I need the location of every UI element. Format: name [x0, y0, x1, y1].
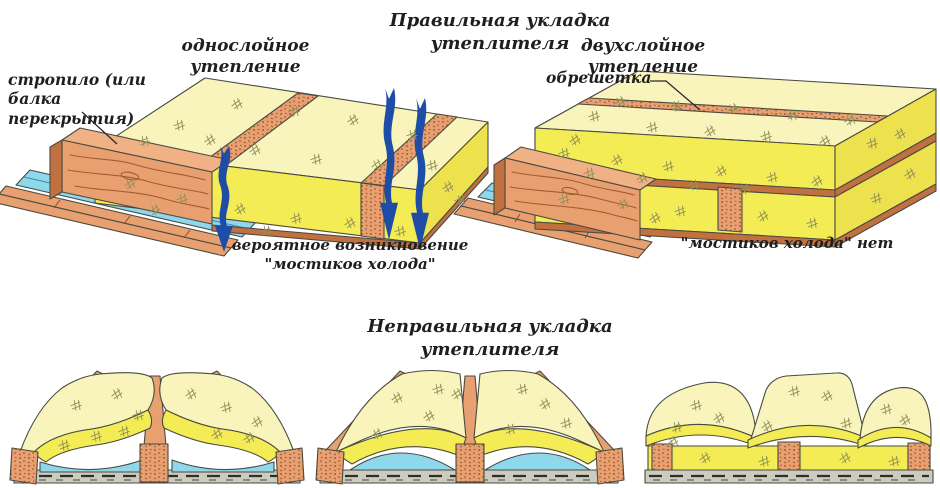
vapor-barrier-gap	[484, 452, 591, 471]
annotation-rafter: стропило (или балка перекрытия)	[8, 70, 146, 128]
note-no-cold-bridges: "мостиков холода" нет	[680, 234, 894, 252]
vapor-barrier-sag	[39, 459, 143, 473]
annotation-lathing: обрешетка	[546, 68, 652, 87]
title-incorrect: Неправильная укладка утеплителя	[367, 316, 613, 360]
right-mat-section	[473, 428, 605, 465]
rafter-beam	[49, 127, 231, 225]
vapor-barrier-gap	[349, 452, 456, 471]
diagram-incorrect-heaped	[644, 372, 934, 484]
joist-end-block	[315, 447, 345, 485]
label-single-layer: однослойное утепление	[181, 36, 310, 78]
rafter-beam	[493, 146, 657, 241]
diagram-double-layer-correct	[453, 70, 937, 259]
joist-end-block	[595, 447, 625, 485]
vapor-barrier-sag	[171, 459, 275, 473]
right-mat-top	[473, 369, 605, 453]
rafter-leader-line	[81, 111, 118, 145]
title-correct: Правильная укладка утеплителя	[389, 10, 611, 54]
label-double-layer: двухслойное утепление	[580, 36, 706, 78]
joist-end-block	[651, 443, 673, 471]
joist-end-block	[907, 442, 931, 471]
diagram-incorrect-gaps	[9, 370, 305, 485]
joist-end-block	[9, 447, 39, 485]
plank-edge-end	[834, 183, 937, 248]
right-heap-section	[857, 426, 932, 449]
left-heap-section	[645, 423, 757, 447]
diagram-incorrect-sagging	[315, 369, 625, 485]
joist-end-block	[777, 441, 801, 471]
joist-section-front	[717, 186, 743, 233]
joist-section-front	[360, 182, 385, 240]
joist-end-block	[275, 447, 305, 485]
left-mat-section	[335, 428, 467, 465]
joist-end-block	[455, 443, 485, 483]
joist-end-block	[139, 443, 169, 483]
left-mat-top	[335, 369, 467, 453]
center-heap-section	[747, 424, 867, 449]
lathing-leader-line	[650, 80, 701, 111]
note-cold-bridges: вероятное возникновение "мостиков холода…	[231, 236, 469, 273]
base-planks	[0, 185, 239, 257]
